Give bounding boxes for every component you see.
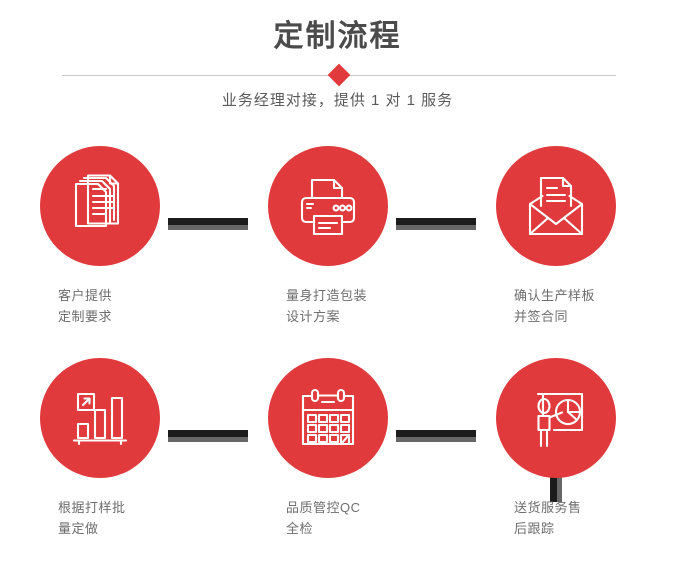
title-divider [62,63,616,90]
connector-bar [168,218,248,225]
step-label-line2: 后跟踪 [514,521,555,536]
step-label: 确认生产样板 并签合同 [514,285,674,327]
step-label: 客户提供 定制要求 [58,285,218,327]
step-icon-circle [268,358,388,478]
step-label-line2: 定制要求 [58,309,113,324]
flow-step-batch-production[interactable]: 根据打样批 量定做 [0,358,200,570]
step-label-line2: 设计方案 [286,309,341,324]
step-label-line1: 客户提供 [58,288,113,303]
connector-top-1-2 [168,218,248,230]
process-flow: 客户提供 定制要求 [0,130,675,550]
step-label-line1: 根据打样批 [58,500,126,515]
step-label: 根据打样批 量定做 [58,497,218,539]
flow-step-customer-requirements[interactable]: 客户提供 定制要求 [0,146,200,358]
step-label-line2: 量定做 [58,521,99,536]
connector-bar [550,462,557,502]
flow-step-quality-control[interactable]: 品质管控QC 全检 [228,358,428,570]
step-label-line2: 并签合同 [514,309,569,324]
step-icon-circle [496,146,616,266]
connector-bottom-2-3 [396,430,476,442]
flow-step-sample-contract[interactable]: 确认生产样板 并签合同 [456,146,656,358]
connector-shadow [396,225,476,230]
documents-stack-icon [74,174,120,228]
step-icon-circle [496,358,616,478]
step-label: 送货服务售 后跟踪 [514,497,674,539]
connector-bar [396,430,476,437]
step-icon-circle [40,358,160,478]
step-label-line1: 确认生产样板 [514,288,596,303]
calendar-icon [301,388,355,446]
printer-icon [300,178,356,236]
connector-bar [396,218,476,225]
step-label: 量身打造包装 设计方案 [286,285,446,327]
connector-bottom-1-2 [168,430,248,442]
page-header: 定制流程 业务经理对接，提供 1 对 1 服务 [0,0,675,130]
page-title: 定制流程 [273,20,402,53]
diamond-icon [327,63,351,87]
step-label: 品质管控QC 全检 [286,497,446,539]
connector-top-2-3 [396,218,476,230]
connector-shadow [396,437,476,442]
flow-row-bottom: 根据打样批 量定做 [0,358,675,570]
page-subtitle: 业务经理对接，提供 1 对 1 服务 [221,92,454,109]
step-label-line1: 送货服务售 [514,500,582,515]
flow-step-delivery-aftersales[interactable]: 送货服务售 后跟踪 [456,358,656,570]
presenter-pie-chart-icon [536,392,584,448]
step-label-line1: 品质管控QC [286,500,361,515]
step-icon-circle [40,146,160,266]
connector-right-vertical [550,462,562,502]
step-icon-circle [268,146,388,266]
flow-step-package-design[interactable]: 量身打造包装 设计方案 [228,146,428,358]
connector-shadow [168,225,248,230]
connector-bar [168,430,248,437]
bar-chart-growth-icon [72,392,128,446]
step-label-line2: 全检 [286,521,314,536]
envelope-document-icon [528,176,584,236]
step-label-line1: 量身打造包装 [286,288,368,303]
connector-shadow [557,462,562,502]
flow-row-top: 客户提供 定制要求 [0,146,675,358]
connector-shadow [168,437,248,442]
